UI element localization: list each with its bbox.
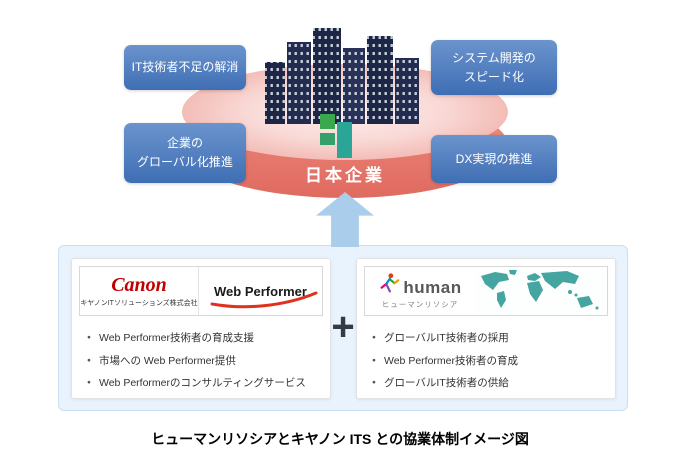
list-item: Web Performer技術者の育成支援 — [87, 332, 324, 346]
benefit-line: スピード化 — [463, 69, 524, 84]
benefit-box-it-shortage: IT技術者不足の解消 — [124, 45, 246, 90]
canon-wordmark: Canon — [111, 273, 167, 296]
world-map-svg — [481, 270, 599, 310]
plus-icon: + — [331, 304, 355, 349]
human-company-name: ヒューマンリソシア — [381, 300, 459, 309]
list-item: グローバルIT技術者の採用 — [372, 332, 609, 346]
web-performer-wordmark: Web Performer — [214, 283, 307, 299]
list-item: グローバルIT技術者の供給 — [372, 377, 609, 391]
web-performer-logo: Web Performer — [198, 267, 322, 315]
benefit-line: DX実現の推進 — [455, 151, 533, 166]
benefit-box-system-speed: システム開発の スピード化 — [431, 40, 557, 95]
person-icon — [380, 273, 400, 293]
benefit-line: システム開発の — [452, 50, 536, 65]
canon-logo: Canon キヤノンITソリューションズ株式会社 — [80, 275, 198, 308]
canon-logo-strip: Canon キヤノンITソリューションズ株式会社 Web Performer — [79, 266, 323, 316]
swoosh-icon — [210, 291, 318, 309]
human-bullet-list: グローバルIT技術者の採用 Web Performer技術者の育成 グローバルI… — [372, 323, 609, 400]
human-card: human ヒューマンリソシア — [356, 258, 616, 399]
up-arrow-icon — [316, 192, 374, 247]
world-map-icon — [475, 267, 607, 315]
list-item: 市場への Web Performer提供 — [87, 355, 324, 369]
canon-bullet-list: Web Performer技術者の育成支援 市場への Web Performer… — [87, 323, 324, 400]
human-logo: human ヒューマンリソシア — [365, 272, 475, 310]
city-buildings-icon — [265, 28, 419, 158]
canon-card: Canon キヤノンITソリューションズ株式会社 Web Performer W… — [71, 258, 331, 399]
japan-companies-label: 日本企業 — [305, 166, 385, 185]
human-logo-strip: human ヒューマンリソシア — [364, 266, 608, 316]
benefit-line: 企業の — [166, 136, 203, 151]
canon-company-name: キヤノンITソリューションズ株式会社 — [80, 299, 198, 307]
benefit-box-dx: DX実現の推進 — [431, 135, 557, 183]
human-logo-row: human — [378, 272, 461, 296]
benefit-box-globalization: 企業の グローバル化推進 — [124, 123, 246, 183]
growth-steps-icon — [320, 114, 352, 158]
human-wordmark: human — [403, 278, 462, 297]
benefit-line: グローバル化推進 — [137, 155, 233, 169]
benefit-line: IT技術者不足の解消 — [131, 60, 239, 75]
list-item: Web Performerのコンサルティングサービス — [87, 377, 324, 391]
diagram-caption: ヒューマンリソシアとキヤノン ITS との協業体制イメージ図 — [151, 431, 529, 447]
list-item: Web Performer技術者の育成 — [372, 355, 609, 369]
